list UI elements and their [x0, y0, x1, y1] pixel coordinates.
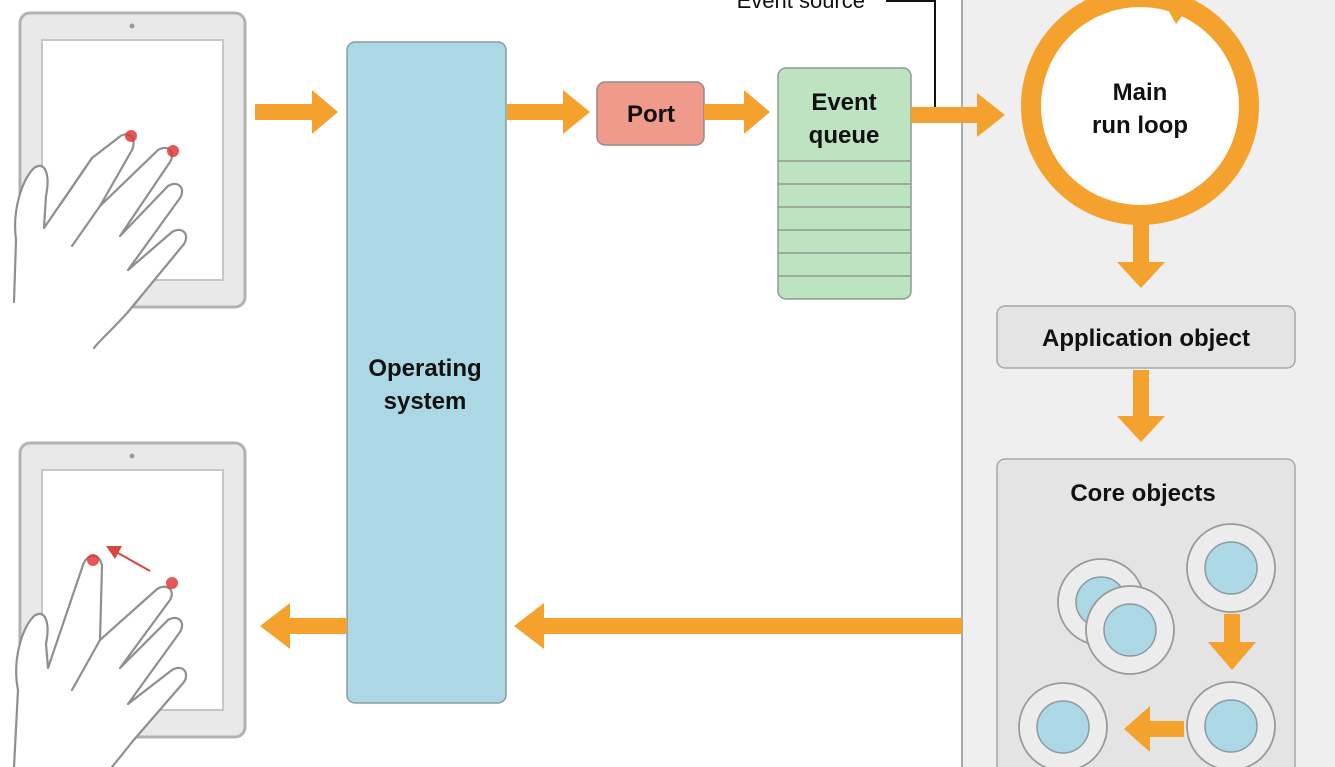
event-queue — [777, 67, 912, 300]
core-objects-label: Core objects — [1070, 480, 1215, 507]
hand-icon — [12, 133, 188, 350]
event-queue-label: queue — [809, 122, 880, 149]
main-run-loop-label: run loop — [1092, 112, 1188, 139]
operating-system-label: Operating — [368, 355, 481, 382]
arrow-tablet-to-os — [255, 90, 338, 134]
arrow-app-to-core — [1117, 370, 1165, 442]
event-source-leader-line — [886, 0, 936, 112]
run-loop-icon — [1021, 0, 1259, 225]
port-label: Port — [627, 101, 675, 128]
touch-point-icon — [87, 554, 99, 566]
operating-system-label: system — [384, 388, 467, 415]
touch-point-icon — [125, 130, 137, 142]
touch-point-icon — [167, 145, 179, 157]
event-source-label: Event source — [737, 0, 865, 13]
main-run-loop-label: Main — [1113, 79, 1168, 106]
hand-icon — [12, 554, 188, 767]
arrow-os-to-tablet — [260, 603, 347, 649]
application-object-label: Application object — [1042, 325, 1250, 352]
arrow-core-down — [1208, 614, 1256, 670]
application-object-box — [996, 305, 1296, 369]
swipe-arrow-icon — [106, 546, 151, 572]
event-queue-label: Event — [811, 89, 876, 116]
core-object-icon — [1186, 523, 1276, 613]
arrow-run-loop-to-app — [1117, 224, 1165, 288]
core-object-icon — [1186, 681, 1276, 767]
core-object-icon — [1018, 682, 1108, 767]
core-object-icon — [1085, 585, 1175, 675]
touch-point-icon — [166, 577, 178, 589]
arrow-port-to-queue — [704, 90, 770, 134]
operating-system-box — [346, 41, 507, 704]
arrow-core-left — [1124, 706, 1184, 752]
arrow-os-to-port — [507, 90, 590, 134]
arrow-queue-to-run-loop — [911, 93, 1005, 137]
arrow-app-to-os — [514, 603, 962, 649]
